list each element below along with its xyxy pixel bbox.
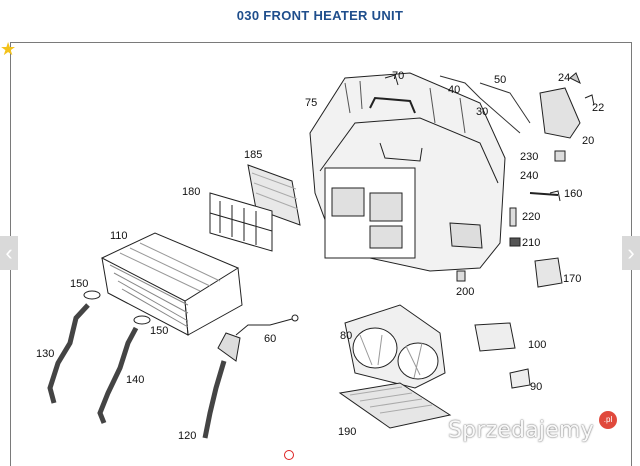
part-label: 75	[305, 97, 317, 109]
control-module-part	[534, 257, 563, 288]
favorite-star-icon[interactable]: ★	[0, 39, 17, 59]
part-label: 30	[476, 106, 488, 118]
next-image-button[interactable]: ›	[622, 236, 640, 270]
blower-motor-part	[344, 304, 446, 389]
part-label: 240	[520, 170, 538, 182]
part-label: 140	[126, 374, 144, 386]
image-indicator-dot[interactable]	[284, 450, 294, 460]
bracket-part	[474, 322, 516, 352]
part-label: 100	[528, 339, 546, 351]
page-title: 030 FRONT HEATER UNIT	[236, 8, 404, 23]
valve-part	[217, 332, 241, 362]
part-label: 150	[150, 325, 168, 337]
part-label: 22	[592, 102, 604, 114]
pipe-part	[47, 303, 90, 404]
seal-ring-part	[83, 290, 101, 300]
part-label: 24	[558, 72, 570, 84]
heat-exchanger-part	[100, 232, 243, 336]
part-label: 180	[182, 186, 200, 198]
part-label: 150	[70, 278, 88, 290]
part-label: 50	[494, 74, 506, 86]
seal-ring-part	[133, 315, 151, 325]
actuator-part	[539, 87, 581, 139]
part-label: 220	[522, 211, 540, 223]
part-label: 200	[456, 286, 474, 298]
part-labels: 70 50 40 30 24 22 20 75 185 180 110 230 …	[36, 70, 604, 442]
part-label: 70	[392, 70, 404, 82]
pipe-part	[97, 326, 139, 424]
part-label: 60	[264, 333, 276, 345]
part-label: 80	[340, 330, 352, 342]
part-label: 160	[564, 188, 582, 200]
watermark-text: Sprzedajemy	[448, 418, 594, 443]
part-label: 120	[178, 430, 196, 442]
part-label: 185	[244, 149, 262, 161]
part-label: 90	[530, 381, 542, 393]
filter-frame-part	[209, 192, 273, 252]
heater-unit-exploded-diagram: 70 50 40 30 24 22 20 75 185 180 110 230 …	[36, 70, 604, 442]
air-filter-part	[338, 382, 452, 429]
part-label: 210	[522, 237, 540, 249]
heater-housing-part	[309, 72, 506, 272]
part-label: 110	[110, 230, 128, 242]
part-label: 170	[563, 273, 581, 285]
previous-image-button[interactable]: ‹	[0, 236, 18, 270]
part-label: 190	[338, 426, 356, 438]
part-label: 230	[520, 151, 538, 163]
part-label: 20	[582, 135, 594, 147]
part-label: 130	[36, 348, 54, 360]
part-label: 40	[448, 84, 460, 96]
watermark-badge: .pl	[599, 411, 617, 429]
